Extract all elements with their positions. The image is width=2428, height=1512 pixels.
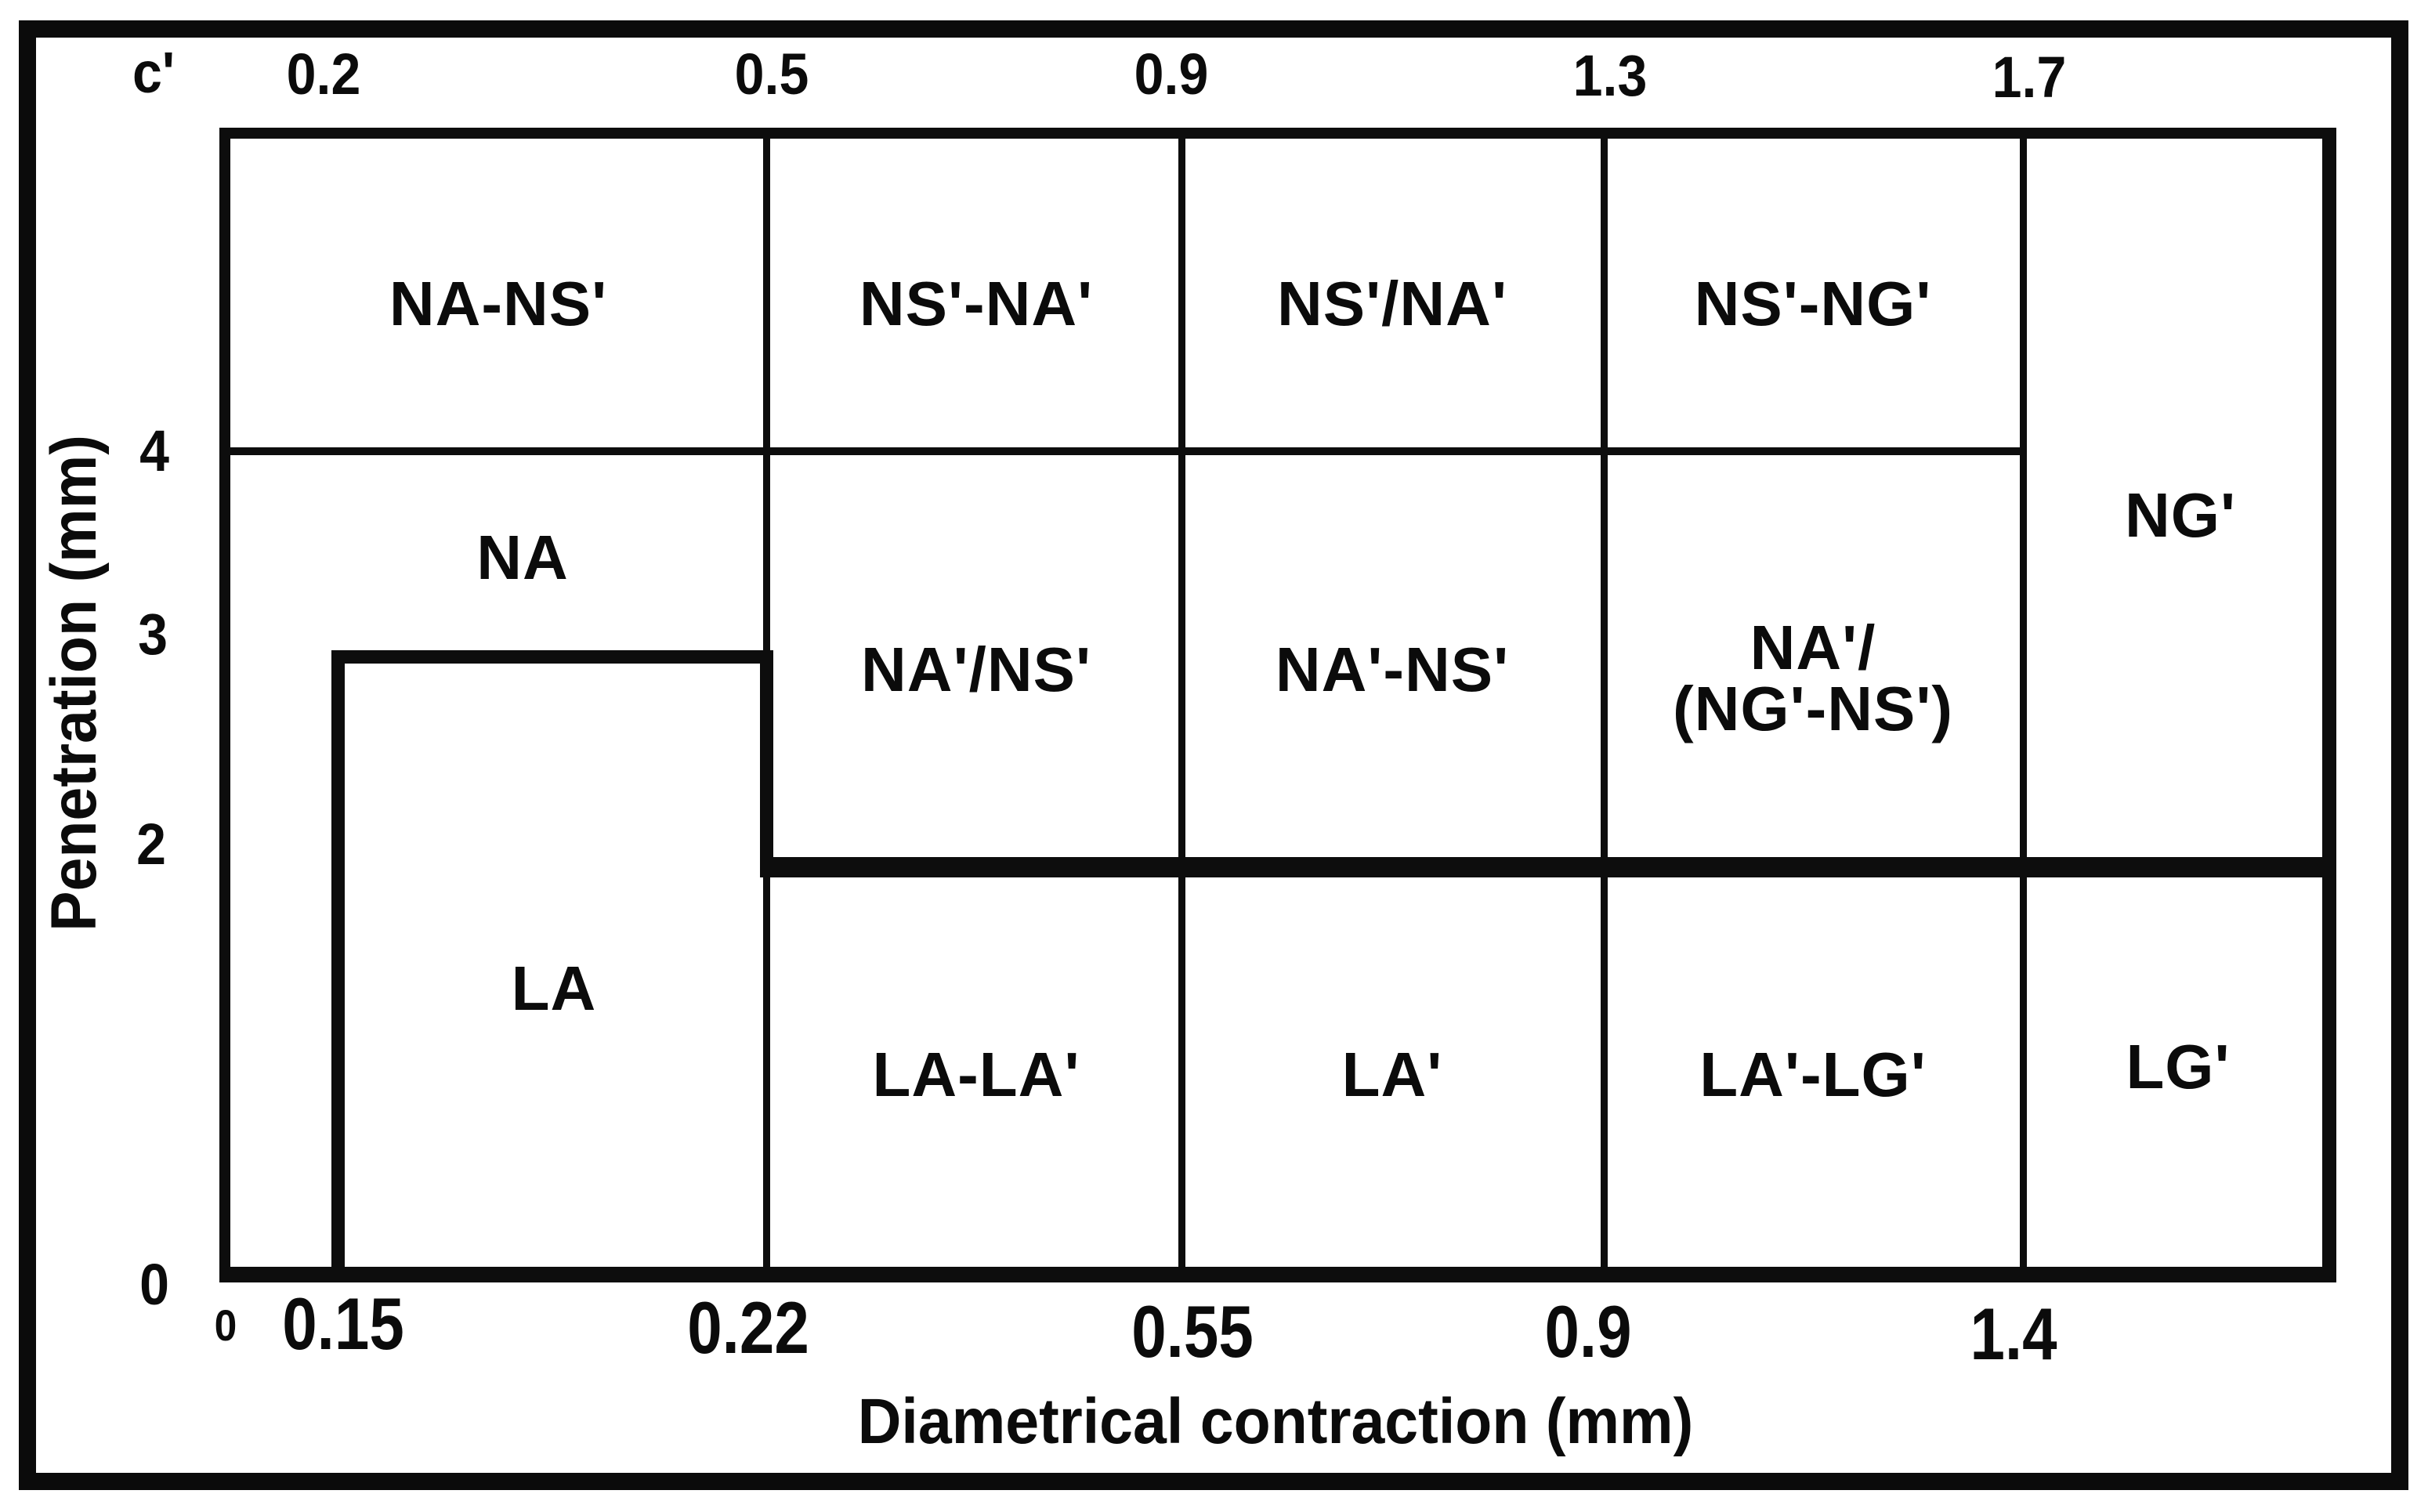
- grid-line-vertical-3: [1601, 139, 1608, 1267]
- region-label-na-ng-ns-line2: (NG'-NS'): [1672, 674, 1954, 743]
- plot-border: [219, 128, 2336, 1282]
- bottom-axis-tick-0: 0: [214, 1300, 237, 1350]
- top-axis-name: c': [132, 40, 175, 105]
- region-label-ns-slash-na: NS'/NA': [1277, 269, 1507, 338]
- region-label-la-prime: LA': [1341, 1040, 1443, 1109]
- grid-line-vertical-2: [1178, 139, 1185, 1267]
- left-axis-tick-3: 3: [138, 602, 168, 667]
- region-label-na-slash-ns: NA'/NS': [861, 635, 1091, 704]
- region-label-lg: LG': [2126, 1032, 2231, 1101]
- boundary-step-vertical-022: [760, 650, 773, 868]
- region-label-la-la: LA-LA': [872, 1040, 1080, 1109]
- top-axis-tick-4: 1.7: [1992, 45, 2067, 110]
- y-axis-title: Penetration (mm): [38, 435, 110, 931]
- region-label-na-ns: NA-NS': [389, 269, 608, 338]
- bottom-axis-tick-1: 0.15: [282, 1282, 404, 1365]
- region-label-na-ng-ns: NA'/ (NG'-NS'): [1673, 617, 1953, 740]
- x-axis-title: Diametrical contraction (mm): [857, 1386, 1694, 1457]
- top-axis-tick-0: 0.2: [286, 42, 361, 107]
- boundary-step-horizontal-29: [331, 650, 770, 664]
- top-axis-tick-3: 1.3: [1572, 43, 1648, 108]
- region-label-na: NA: [476, 523, 569, 592]
- bottom-axis-tick-3: 0.55: [1131, 1290, 1254, 1373]
- boundary-step-horizontal-2: [760, 857, 2322, 877]
- region-label-ns-ng: NS'-NG': [1694, 269, 1932, 338]
- left-axis-tick-2: 2: [136, 812, 166, 877]
- boundary-step-vertical-015: [331, 650, 345, 1267]
- grid-line-vertical-4: [2020, 139, 2027, 1267]
- grid-line-pen4: [230, 447, 2020, 455]
- region-label-ns-na: NS'-NA': [859, 269, 1094, 338]
- left-axis-tick-0: 0: [139, 1252, 169, 1317]
- region-label-na-ns-dash: NA'-NS': [1275, 635, 1510, 704]
- bottom-axis-tick-4: 0.9: [1544, 1290, 1632, 1373]
- bottom-axis-tick-2: 0.22: [687, 1286, 809, 1369]
- top-axis-tick-1: 0.5: [734, 42, 809, 107]
- region-label-la-lg: LA'-LG': [1699, 1040, 1927, 1109]
- left-axis-tick-4: 4: [139, 418, 169, 483]
- region-label-la: LA: [511, 953, 597, 1023]
- region-label-na-ng-ns-line1: NA'/: [1750, 613, 1876, 682]
- top-axis-tick-2: 0.9: [1134, 42, 1209, 107]
- region-label-ng: NG': [2124, 480, 2237, 550]
- bottom-axis-tick-5: 1.4: [1970, 1293, 2057, 1375]
